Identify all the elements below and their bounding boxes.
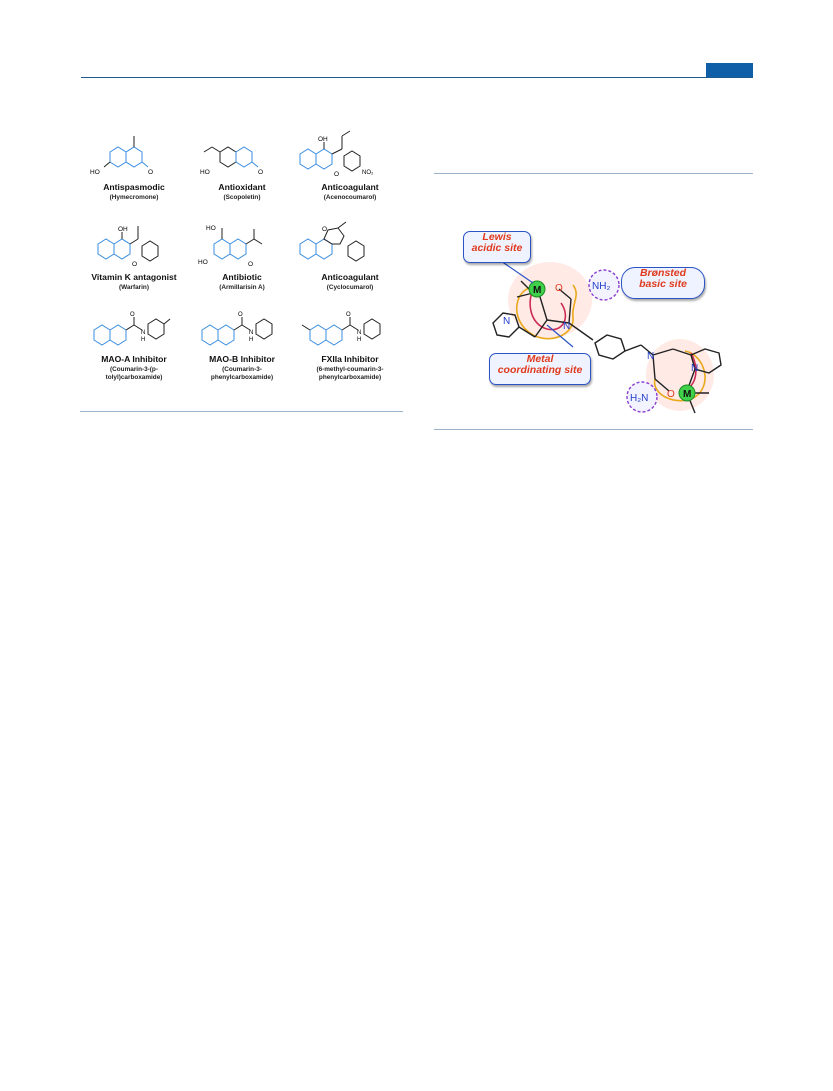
figure1-bottom-rule [80, 411, 403, 412]
atom-label: HO [200, 169, 210, 176]
metal-atom-label: M [533, 285, 541, 296]
callout-lewis-acidic-site: Lewis acidic site [463, 231, 531, 263]
atom-label: N [691, 363, 698, 374]
metal-atom-label: M [683, 389, 691, 400]
compound-sub: phenylcarboxamide) [210, 374, 274, 381]
compound-cell: OH O Vitamin K antagonist (Warfarin) [80, 220, 188, 306]
callout-line: acidic site [471, 242, 523, 254]
compound-name: Antispasmodic [103, 182, 165, 192]
compound-name: Anticoagulant [321, 272, 379, 282]
structure-diagram: OH O [97, 226, 159, 268]
atom-label: HO [90, 169, 100, 176]
compound-sub: (Coumarin-3-(p- [110, 366, 158, 373]
atom-label: HO [198, 259, 208, 266]
atom-label: N [141, 330, 145, 336]
compound-sub: (Scopoletin) [223, 194, 261, 201]
header-tab [706, 63, 753, 77]
atom-label: O [322, 226, 327, 233]
compound-cell: OH O NO₂ Anticoagulant (Acenocoumarol) [296, 130, 404, 216]
atom-label: O [258, 169, 263, 176]
compound-name: FXIIa Inhibitor [321, 354, 379, 364]
compound-cell: O N H MAO-B Inhibitor (Coumarin-3- pheny… [188, 310, 296, 396]
compound-cell: HO O Antispasmodic (Hymecromone) [80, 130, 188, 216]
compound-sub: (Hymecromone) [109, 194, 159, 201]
compound-grid: HO O Antispasmodic (Hymecromone) HO O An… [80, 130, 405, 400]
compound-name: Antibiotic [222, 272, 262, 282]
compound-sub: tolyl)carboxamide) [105, 374, 163, 381]
atom-label: O [132, 261, 137, 268]
compound-cell: O N H FXIIa Inhibitor (6-methyl-coumarin… [296, 310, 404, 396]
compound-name: MAO-A Inhibitor [101, 354, 167, 364]
callout-line: Metal [526, 353, 554, 365]
atom-label: H [249, 337, 253, 343]
callout-line: basic site [639, 278, 687, 290]
compound-cell: HO HO O Antibiotic (Armillarisin A) [188, 220, 296, 306]
atom-label: N [563, 321, 570, 332]
callout-line: coordinating site [497, 364, 583, 376]
atom-label: O [346, 312, 351, 318]
scheme-drawing: M M N N N N O O NH₂ H₂N [492, 260, 722, 414]
atom-label: O [248, 261, 253, 268]
structure-diagram: HO O [90, 136, 153, 176]
structure-diagram: O [299, 221, 365, 262]
atom-label: HO [206, 225, 216, 232]
compound-name: MAO-B Inhibitor [209, 354, 275, 364]
compound-sub: (Armillarisin A) [219, 284, 265, 291]
structure-diagram: OH O NO₂ [299, 130, 374, 178]
atom-label: H [141, 337, 145, 343]
callout-bronsted-basic-site: Brønsted basic site [621, 267, 705, 299]
compound-sub: (Acenocoumarol) [323, 194, 377, 201]
catalyst-scheme: M M N N N N O O NH₂ H₂N Lewis acidic sit… [455, 225, 745, 425]
atom-label: H₂N [630, 393, 648, 404]
compound-sub: (6-methyl-coumarin-3- [316, 366, 384, 373]
compound-sub: (Cyclocumarol) [326, 284, 374, 291]
figure2-bottom-rule [434, 429, 753, 430]
atom-label: NO₂ [362, 170, 374, 176]
callout-line: Lewis [482, 231, 512, 243]
compound-sub: phenylcarboxamide) [318, 374, 382, 381]
atom-label: O [667, 389, 675, 400]
structure-diagram: O N H [93, 312, 171, 346]
atom-label: OH [318, 136, 328, 143]
atom-label: OH [118, 226, 128, 233]
atom-label: N [249, 330, 253, 336]
atom-label: H [357, 337, 361, 343]
atom-label: O [238, 312, 243, 318]
compound-name: Vitamin K antagonist [91, 272, 177, 282]
atom-label: NH₂ [592, 281, 610, 292]
compound-name: Antioxidant [218, 182, 266, 192]
compound-cell: O N H MAO-A Inhibitor (Coumarin-3-(p- to… [80, 310, 188, 396]
atom-label: N [357, 330, 361, 336]
atom-label: O [130, 312, 135, 318]
callout-metal-coordinating-site: Metal coordinating site [489, 353, 591, 385]
compound-cell: O Anticoagulant (Cyclocumarol) [296, 220, 404, 306]
structure-diagram: O N H [301, 312, 381, 346]
structure-diagram: O N H [201, 312, 273, 346]
header-rule [81, 77, 753, 78]
atom-label: N [647, 351, 654, 362]
callout-line: Brønsted [639, 267, 687, 279]
atom-label: N [503, 316, 510, 327]
compound-name: Anticoagulant [321, 182, 379, 192]
atom-label: O [148, 169, 153, 176]
structure-diagram: HO O [200, 146, 263, 176]
atom-label: O [555, 283, 563, 294]
compound-sub: (Coumarin-3- [222, 366, 262, 373]
figure2-top-rule [434, 173, 753, 174]
structure-diagram: HO HO O [198, 225, 263, 268]
compound-cell: HO O Antioxidant (Scopoletin) [188, 130, 296, 216]
atom-label: O [334, 171, 339, 178]
compound-sub: (Warfarin) [119, 284, 149, 291]
